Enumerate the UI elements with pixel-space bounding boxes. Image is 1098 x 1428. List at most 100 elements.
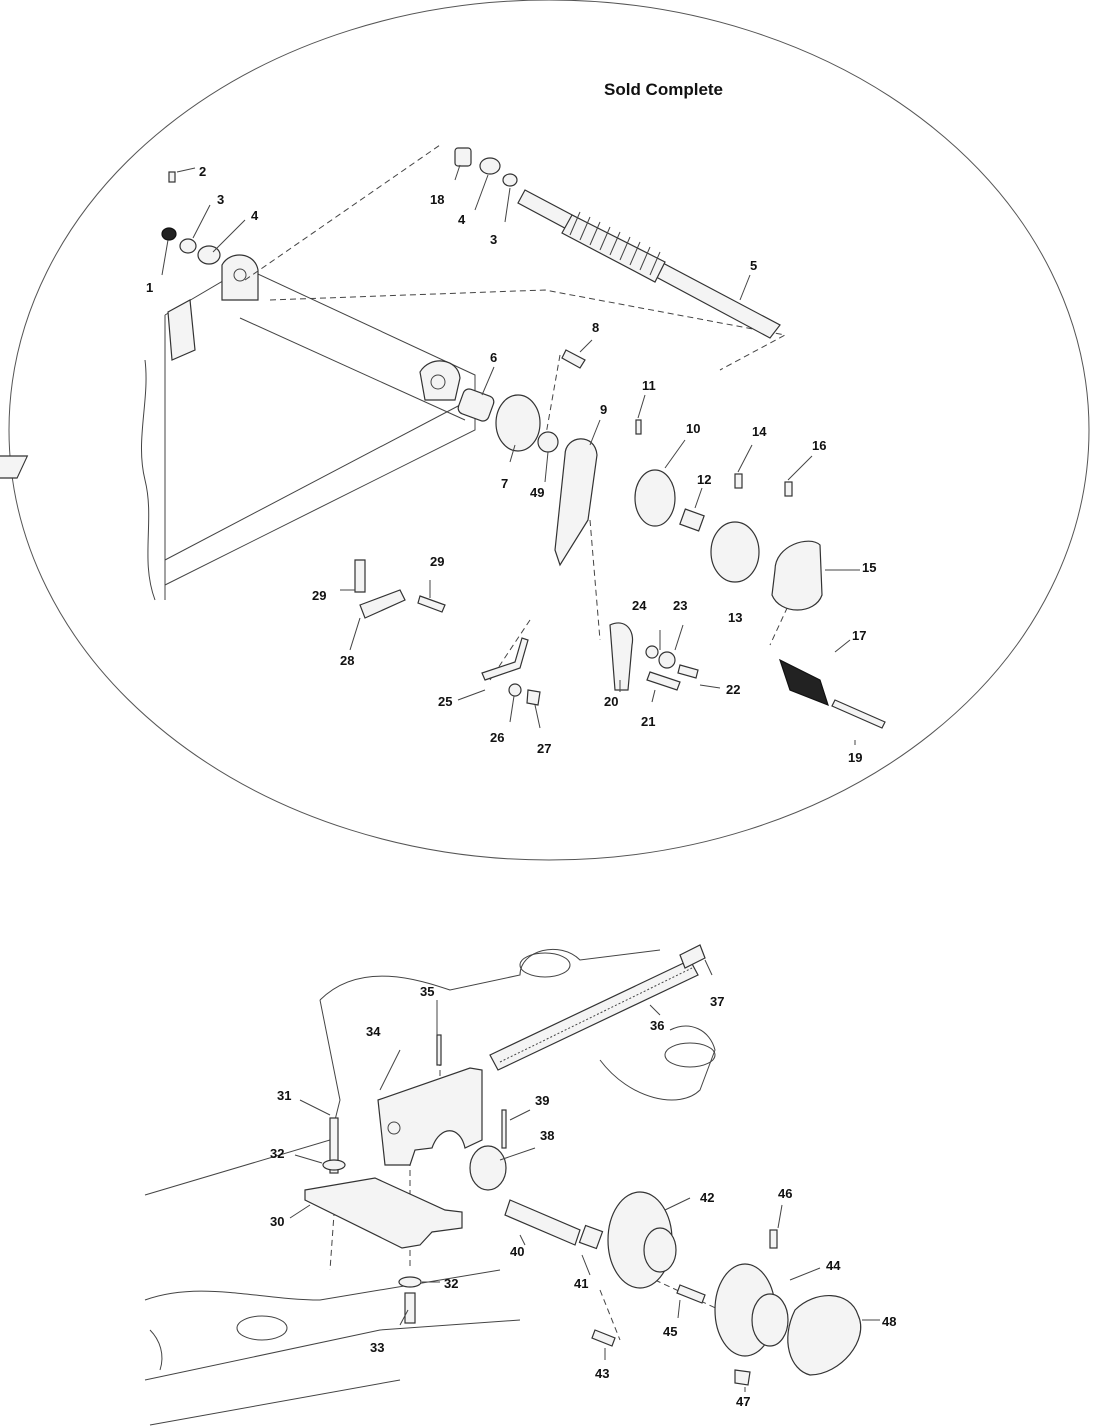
screw-27 xyxy=(526,689,541,706)
callout-14: 14 xyxy=(752,424,767,439)
housing-outline xyxy=(144,948,716,1426)
screw-2 xyxy=(168,171,176,183)
callout-34: 34 xyxy=(366,1024,381,1039)
bolt-33 xyxy=(404,1292,416,1324)
bushing-18 xyxy=(454,147,472,167)
shaft-40 xyxy=(504,1199,581,1246)
callout-45: 45 xyxy=(663,1324,677,1339)
callout-32-lower: 32 xyxy=(444,1276,458,1291)
screw-11 xyxy=(635,419,642,435)
callout-39: 39 xyxy=(535,1093,549,1108)
washer-3-left xyxy=(179,238,197,254)
callout-23: 23 xyxy=(673,598,687,613)
frame-plate xyxy=(0,254,476,601)
callout-5: 5 xyxy=(750,258,757,273)
pin-39 xyxy=(501,1109,507,1149)
screw-8 xyxy=(561,349,586,369)
screw-19 xyxy=(831,699,886,729)
bushing-6 xyxy=(457,388,495,422)
block-34 xyxy=(377,1067,483,1166)
callout-26: 26 xyxy=(490,730,504,745)
washer-32-lower xyxy=(398,1276,422,1288)
callout-46: 46 xyxy=(778,1186,792,1201)
lever-9 xyxy=(554,438,598,567)
callout-31: 31 xyxy=(277,1088,291,1103)
callout-41: 41 xyxy=(574,1276,588,1291)
pinion-38 xyxy=(469,1145,507,1191)
screw-45 xyxy=(676,1284,706,1304)
top-assembly: Sold Complete xyxy=(0,0,1090,861)
washer-26 xyxy=(508,683,522,697)
bracket-30 xyxy=(304,1177,463,1249)
callout-13: 13 xyxy=(728,610,742,625)
spring-12 xyxy=(679,508,705,532)
screw-16 xyxy=(784,481,793,497)
callout-8: 8 xyxy=(592,320,599,335)
callout-48: 48 xyxy=(882,1314,896,1329)
callout-4-left: 4 xyxy=(251,208,259,223)
screw-22 xyxy=(677,664,699,679)
callout-32-upper: 32 xyxy=(270,1146,284,1161)
callout-40: 40 xyxy=(510,1244,524,1259)
rack-36 xyxy=(489,959,699,1071)
callout-2: 2 xyxy=(199,164,206,179)
callout-4-upper: 4 xyxy=(458,212,466,227)
link-25 xyxy=(481,637,529,681)
callout-49: 49 xyxy=(530,485,544,500)
callout-43: 43 xyxy=(595,1366,609,1381)
callout-27: 27 xyxy=(537,741,551,756)
screw-43 xyxy=(591,1329,616,1347)
sold-complete-heading: Sold Complete xyxy=(604,80,723,99)
callout-20: 20 xyxy=(604,694,618,709)
gear-10 xyxy=(634,469,676,527)
screw-21 xyxy=(646,671,681,691)
latch-20 xyxy=(609,622,634,691)
callout-6: 6 xyxy=(490,350,497,365)
nut-1 xyxy=(161,227,177,241)
callout-36: 36 xyxy=(650,1018,664,1033)
washer-49 xyxy=(537,431,559,453)
washer-4-upper xyxy=(479,157,501,175)
washer-3-upper xyxy=(502,173,518,187)
spring-28 xyxy=(359,589,406,619)
callout-30: 30 xyxy=(270,1214,284,1229)
spring-41 xyxy=(578,1224,604,1250)
callout-7: 7 xyxy=(501,476,508,491)
bottom-assembly: 35 34 36 37 31 32 39 38 30 40 41 42 46 4… xyxy=(144,944,896,1426)
callout-16: 16 xyxy=(812,438,826,453)
screw-14 xyxy=(734,473,743,489)
pin-29-horizontal xyxy=(417,595,446,613)
callout-3-upper: 3 xyxy=(490,232,497,247)
callout-22: 22 xyxy=(726,682,740,697)
callout-19: 19 xyxy=(848,750,862,765)
callout-29-right: 29 xyxy=(430,554,444,569)
callout-3-left: 3 xyxy=(217,192,224,207)
callout-33: 33 xyxy=(370,1340,384,1355)
callout-42: 42 xyxy=(700,1190,714,1205)
callout-38: 38 xyxy=(540,1128,554,1143)
callout-9: 9 xyxy=(600,402,607,417)
hub-7 xyxy=(495,394,541,452)
callout-37: 37 xyxy=(710,994,724,1009)
cap-37 xyxy=(679,944,706,969)
callout-10: 10 xyxy=(686,421,700,436)
callout-35: 35 xyxy=(420,984,434,999)
callout-21: 21 xyxy=(641,714,655,729)
knob-17 xyxy=(778,658,829,707)
knob-48 xyxy=(787,1295,862,1376)
callout-12: 12 xyxy=(697,472,711,487)
callout-47: 47 xyxy=(736,1394,750,1409)
callout-44: 44 xyxy=(826,1258,841,1273)
washer-23 xyxy=(658,651,676,669)
callout-1: 1 xyxy=(146,280,153,295)
callout-11: 11 xyxy=(642,378,656,393)
callout-29-left: 29 xyxy=(312,588,326,603)
bolt-31 xyxy=(329,1117,339,1174)
screw-46 xyxy=(769,1229,778,1249)
washer-24 xyxy=(645,645,659,659)
pin-35 xyxy=(436,1034,442,1066)
callout-18: 18 xyxy=(430,192,444,207)
callout-15: 15 xyxy=(862,560,876,575)
worm-shaft xyxy=(517,189,781,339)
